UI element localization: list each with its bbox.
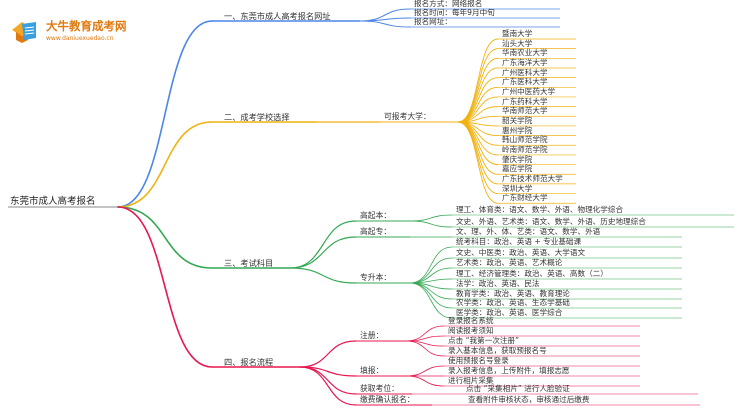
leaf-2-7: 广州中医药大学 <box>502 86 556 96</box>
branch-connector-3 <box>117 206 213 269</box>
leaf-2-10: 韶关学院 <box>502 115 533 125</box>
branch-label-2: 二、成考学校选择 <box>224 112 290 122</box>
branch-label-1: 一、东莞市成人高考报名网址 <box>224 11 331 21</box>
leaf-2-15: 嘉应学院 <box>502 164 533 174</box>
leaf-4-2-3: 进行相片采集 <box>448 376 494 385</box>
sub-label-3-3: 专升本： <box>360 273 392 282</box>
leaf-3-3-6: 教育学类：政治、英语、教育理论 <box>456 289 570 298</box>
leaf-1-1: 报名方式：网络报名 <box>414 0 483 8</box>
leaf-1-3: 报名网址： <box>414 17 452 26</box>
leaf-3-1-1: 理工、体育类：语文、数学、外语、物理化学综合 <box>456 205 624 214</box>
leaf-2-4: 广东海洋大学 <box>502 57 548 67</box>
leaf-2-16: 广东技术师范大学 <box>502 173 563 183</box>
leaf-2-14: 肇庆学院 <box>502 154 533 164</box>
leaf-4-4-1: 查看附件审核状态，审核通过后缴费 <box>468 395 590 404</box>
branch-label-3: 三、考试科目 <box>224 258 274 268</box>
leaf-4-3-1: 点击 “采集相片” 进行人脸验证 <box>466 384 570 393</box>
brand-logo: 大牛教育成考网 www.daniuexuedao.cn <box>8 14 128 50</box>
sub-label-3-1: 高起本： <box>360 211 392 220</box>
sub-connector-3-3 <box>289 267 357 284</box>
leaf-3-3-8: 医学类：政治、英语、医学综合 <box>456 308 563 317</box>
leaf-4-2-2: 录入报考信息，上传附件，填报志愿 <box>448 366 570 375</box>
leaf-2-3: 华南农业大学 <box>502 48 548 58</box>
leaf-2-1: 暨南大学 <box>502 29 533 38</box>
leaf-2-8: 广东药科大学 <box>502 96 548 106</box>
leaf-4-1-4: 录入基本信息，获取预报名号 <box>448 346 547 355</box>
leaf-3-1-2: 文史、外语、艺术类：语文、数学、外语、历史地理综合 <box>456 217 646 226</box>
leaf-2-2: 汕头大学 <box>502 38 533 48</box>
leaf-connector-3-1-2 <box>409 220 453 228</box>
sub-label-4-2: 填报： <box>360 366 384 375</box>
leaf-2-6: 广东医科大学 <box>502 77 548 87</box>
leaf-connector-4-1-4 <box>405 340 445 357</box>
sub-connector-3-2 <box>289 236 357 269</box>
leaf-3-3-2: 文史、中医类：政治、英语、大学语文 <box>456 248 586 257</box>
leaf-2-18: 广东财经大学 <box>502 193 548 203</box>
sub-label-4-1: 注册： <box>360 331 384 340</box>
sub-label-2-1: 可报考大学： <box>384 112 431 121</box>
leaf-connector-1-3 <box>359 20 411 28</box>
brand-logo-icon <box>12 22 36 43</box>
leaf-3-3-4: 理工、经济管理类：政治、英语、高数（二） <box>456 269 608 278</box>
sub-connector-4-1 <box>299 340 357 368</box>
leaf-connector-2-18 <box>457 121 499 204</box>
sub-label-4-3: 获取考位： <box>360 384 399 393</box>
leaf-3-3-7: 农学类：政治、英语、生态学基础 <box>456 298 570 307</box>
leaf-4-1-2: 阅读报考须知 <box>448 326 494 335</box>
root-topic: 东莞市成人高考报名 <box>10 196 96 207</box>
leaf-4-1-1: 登录报名系统 <box>448 316 494 325</box>
branch-connector-1 <box>117 20 213 208</box>
leaf-2-17: 深圳大学 <box>502 183 533 193</box>
brand-url: www.daniuexuedao.cn <box>46 35 114 42</box>
leaf-2-5: 广州医科大学 <box>502 67 548 77</box>
leaf-3-3-1: 统考科目：政治、英语 + 专业基础课 <box>456 237 582 246</box>
branch-label-4: 四、报名流程 <box>224 357 274 367</box>
leaf-4-2-1: 使用预报名号登录 <box>448 356 509 365</box>
leaf-2-11: 惠州学院 <box>502 125 533 135</box>
leaf-2-13: 岭南师范学院 <box>502 144 548 154</box>
leaf-1-2: 报名时间：每年9月中旬 <box>414 8 495 17</box>
sub-connector-4-4 <box>299 366 357 406</box>
leaf-3-2-1: 文、理、外、体、艺类：语文、数学、外语 <box>456 227 601 236</box>
leaf-3-3-3: 艺术类：政治、英语、艺术概论 <box>456 258 563 267</box>
sub-label-3-2: 高起专： <box>360 227 392 236</box>
leaf-3-3-5: 法学：政治、英语、民法 <box>456 279 540 288</box>
brand-name: 大牛教育成考网 <box>46 19 127 33</box>
leaf-2-12: 韩山师范学院 <box>502 135 548 145</box>
branch-connector-4 <box>117 206 213 368</box>
leaf-connector-4-2-3 <box>405 375 445 387</box>
leaf-connector-2-1 <box>457 38 499 123</box>
leaf-4-1-3: 点击 “我第一次注册” <box>448 336 520 345</box>
branch-connector-2 <box>117 121 213 208</box>
sub-connector-3-1 <box>289 220 357 269</box>
sub-label-4-4: 缴费确认报名： <box>360 395 415 404</box>
leaf-2-9: 华南师范大学 <box>502 106 548 116</box>
leaf-connector-3-3-8 <box>409 282 453 319</box>
